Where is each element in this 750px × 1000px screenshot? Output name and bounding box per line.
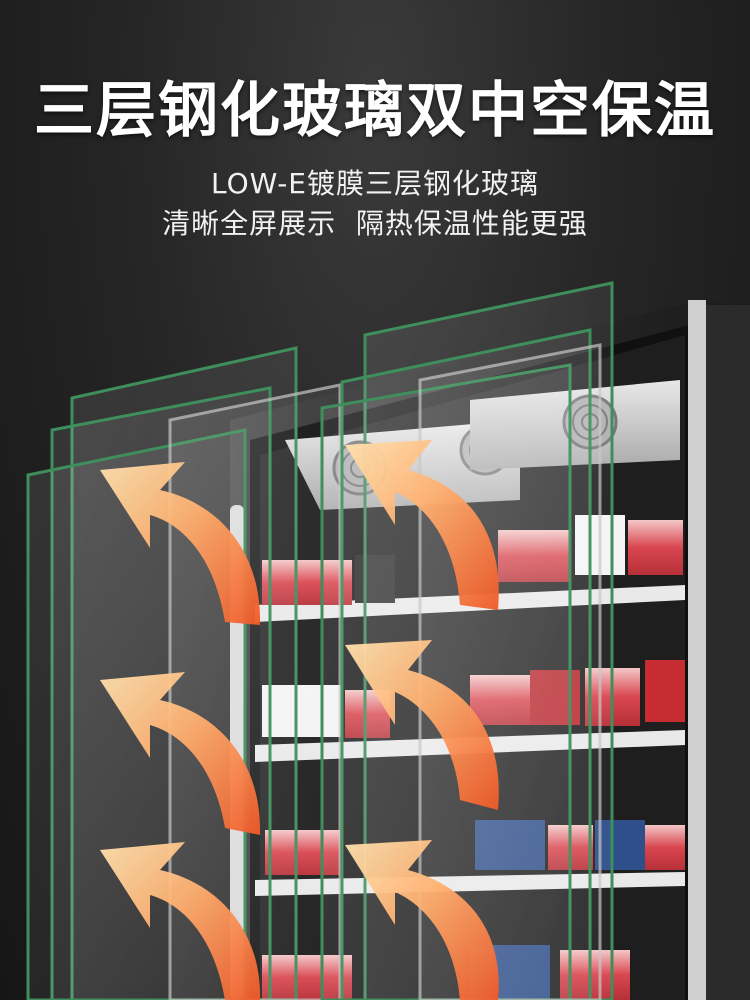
heat-arrow-icon — [100, 842, 261, 1000]
heat-arrow-icon — [100, 672, 261, 835]
headline: 三层钢化玻璃双中空保温 — [34, 76, 716, 146]
heat-arrow-icon — [345, 440, 499, 610]
heat-arrow-icon — [345, 640, 499, 810]
subtitle-line-2: 清晰全屏展示 隔热保温性能更强 — [162, 207, 588, 240]
heat-arrow-icon — [100, 462, 261, 625]
heat-arrow-icon — [345, 840, 499, 1000]
glass-panes-right — [320, 281, 614, 1000]
subtitle-line-1: LOW-E镀膜三层钢化玻璃 — [211, 167, 539, 200]
